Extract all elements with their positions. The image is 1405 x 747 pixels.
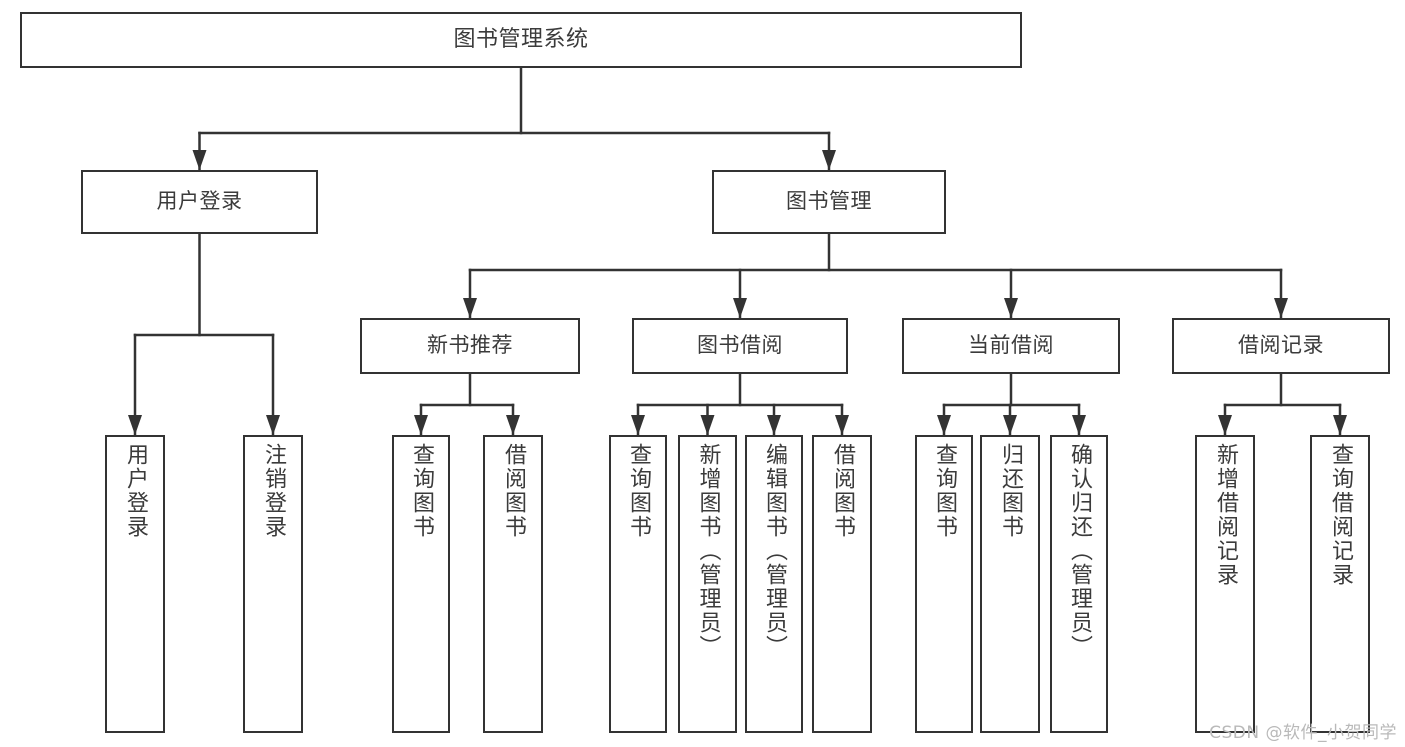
node-bookmgmt[interactable]: 图书管理 [712,170,946,234]
arrowhead-icon [1003,415,1017,435]
arrowhead-icon [192,150,207,170]
node-borrow[interactable]: 图书借阅 [632,318,848,374]
node-label: 归还图书 [998,443,1023,539]
node-label: 注销登录 [261,443,286,539]
node-label: 查询图书 [932,443,957,539]
node-newbook[interactable]: 新书推荐 [360,318,580,374]
node-label: 查询借阅记录 [1328,443,1353,587]
node-leaf-login-2[interactable]: 注销登录 [243,435,303,733]
node-leaf-cur-1[interactable]: 查询图书 [915,435,973,733]
node-root[interactable]: 图书管理系统 [20,12,1022,68]
node-label: 借阅记录 [1238,333,1324,358]
node-label: 查询图书 [409,443,434,539]
node-label: 图书管理 [786,189,872,214]
arrowhead-icon [506,415,520,435]
node-leaf-cur-3[interactable]: 确认归还（管理员） [1050,435,1108,733]
arrowhead-icon [937,415,951,435]
arrowhead-icon [835,415,849,435]
node-label: 用户登录 [123,443,148,539]
node-label: 编辑图书（管理员） [762,443,787,659]
arrowhead-icon [767,415,781,435]
arrowhead-icon [463,298,477,318]
node-leaf-new-2[interactable]: 借阅图书 [483,435,543,733]
node-current[interactable]: 当前借阅 [902,318,1120,374]
arrowhead-icon [1333,415,1347,435]
node-leaf-borrow-4[interactable]: 借阅图书 [812,435,872,733]
arrowhead-icon [266,415,280,435]
node-label: 新书推荐 [427,333,513,358]
node-label: 图书管理系统 [453,26,589,52]
node-leaf-cur-2[interactable]: 归还图书 [980,435,1040,733]
node-label: 新增借阅记录 [1213,443,1238,587]
node-leaf-rec-2[interactable]: 查询借阅记录 [1310,435,1370,733]
node-leaf-new-1[interactable]: 查询图书 [392,435,450,733]
arrowhead-icon [128,415,142,435]
arrowhead-icon [822,150,836,170]
arrowhead-icon [1072,415,1086,435]
node-leaf-login-1[interactable]: 用户登录 [105,435,165,733]
node-label: 当前借阅 [968,333,1054,358]
node-label: 借阅图书 [501,443,526,539]
arrowhead-icon [1218,415,1232,435]
arrowhead-icon [414,415,428,435]
arrowhead-icon [631,415,645,435]
arrowhead-icon [1274,298,1288,318]
node-leaf-rec-1[interactable]: 新增借阅记录 [1195,435,1255,733]
node-label: 新增图书（管理员） [695,443,721,659]
node-records[interactable]: 借阅记录 [1172,318,1390,374]
node-login[interactable]: 用户登录 [81,170,318,234]
node-leaf-borrow-3[interactable]: 编辑图书（管理员） [745,435,803,733]
node-leaf-borrow-1[interactable]: 查询图书 [609,435,667,733]
arrowhead-icon [733,298,747,318]
node-label: 图书借阅 [697,333,783,358]
arrowhead-icon [1004,298,1018,318]
node-label: 借阅图书 [830,443,855,539]
node-label: 用户登录 [156,189,243,214]
arrowhead-icon [700,415,715,435]
node-label: 查询图书 [626,443,651,539]
watermark-label: CSDN @软件_小贺同学 [1209,723,1397,743]
node-label: 确认归还（管理员） [1067,443,1092,659]
node-leaf-borrow-2[interactable]: 新增图书（管理员） [678,435,737,733]
